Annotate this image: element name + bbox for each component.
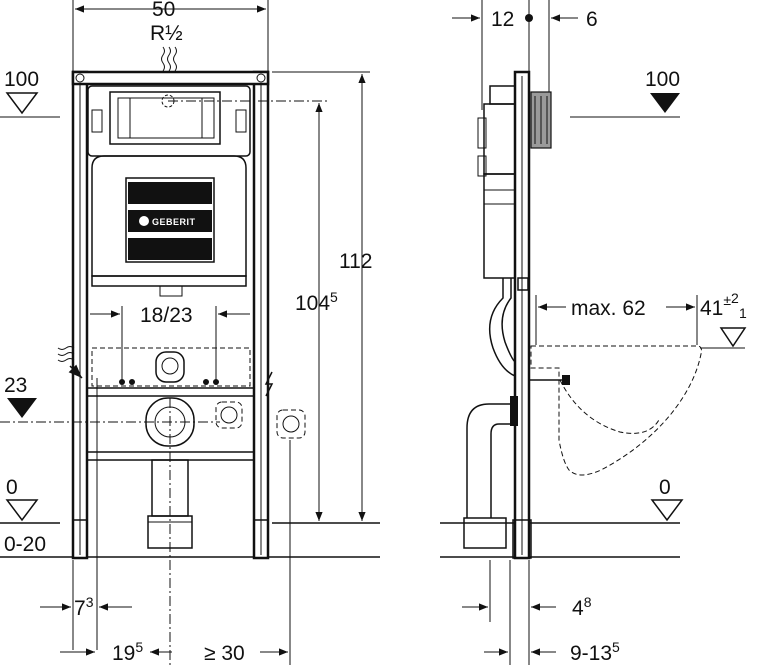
fixing-point xyxy=(129,379,135,385)
inlet-valve-housing xyxy=(109,91,221,145)
side-cistern-body xyxy=(483,173,516,279)
front-view: 50 R½ GEBERIT xyxy=(0,0,380,665)
side-drain-bend-inner xyxy=(490,423,515,518)
width-label: 50 xyxy=(152,0,175,21)
actuator-button-upper xyxy=(128,182,212,204)
bottom-dim-2-label: 195 xyxy=(112,639,143,665)
height-mid-label: 1045 xyxy=(295,289,338,315)
waste-water-icon xyxy=(57,346,83,379)
brand-label: GEBERIT xyxy=(152,217,196,227)
drain-pipe-sleeve xyxy=(147,515,193,549)
side-drain-sleeve xyxy=(463,517,507,549)
flush-outlet xyxy=(159,286,183,297)
actuator-logo-bar xyxy=(128,210,212,232)
frame-bolt xyxy=(256,73,266,83)
side-bottom-dim-1-label: 48 xyxy=(572,594,592,620)
side-level-top-label: 100 xyxy=(645,68,680,91)
level-top-label: 100 xyxy=(4,68,39,91)
side-foot xyxy=(512,519,532,559)
frame-bolt xyxy=(75,73,85,83)
cross-rail xyxy=(86,387,255,397)
side-level-floor-marker xyxy=(650,499,684,522)
side-cistern-top xyxy=(483,103,516,175)
bowl-height-marker xyxy=(719,327,747,348)
side-flush-pipe-inner xyxy=(501,278,516,363)
bottom-dim-1-label: 73 xyxy=(74,594,94,620)
toilet-bowl-outline xyxy=(530,345,702,476)
inlet-valve-inner xyxy=(117,97,215,139)
frame-top-rail xyxy=(71,70,270,86)
side-cistern-valve xyxy=(489,85,516,105)
side-top-dim-center-dot xyxy=(525,14,533,22)
electrical-icon xyxy=(264,371,274,397)
foot-right xyxy=(253,519,269,559)
side-drain-bend xyxy=(466,403,515,518)
level-mid-marker xyxy=(7,398,37,418)
cistern-body xyxy=(91,155,247,277)
side-clip xyxy=(91,109,103,133)
floor-range-label: 0-20 xyxy=(4,533,46,556)
electrical-box-outer xyxy=(276,409,306,439)
connection-label: R½ xyxy=(150,22,183,45)
actuator-button-lower xyxy=(128,238,212,260)
water-supply-icon xyxy=(161,46,177,72)
height-label: 112 xyxy=(339,250,372,273)
toilet-bowl-inner xyxy=(559,379,661,434)
side-view: 12 6 100 xyxy=(440,0,747,665)
cistern-lower-body xyxy=(91,275,247,287)
side-level-top-marker xyxy=(650,93,680,113)
bowl-height-tol-lower: 1 xyxy=(739,305,747,321)
bottom-dim-3-label: ≥ 30 xyxy=(204,642,245,665)
fixing-point xyxy=(119,379,125,385)
fixing-zone xyxy=(91,347,251,387)
cistern-top-bracket xyxy=(87,85,251,157)
level-floor-label: 0 xyxy=(6,476,18,499)
side-cistern-clip xyxy=(477,117,487,149)
level-top-marker xyxy=(5,92,39,115)
foot-left xyxy=(72,519,88,559)
drain-spacing-label: 18/23 xyxy=(140,304,193,327)
side-fixing-nut xyxy=(510,396,518,426)
side-level-floor-label: 0 xyxy=(659,476,671,499)
side-flush-pipe xyxy=(488,278,516,377)
side-bowl-connector xyxy=(517,277,529,291)
brand-logo-icon xyxy=(139,216,149,226)
flush-pipe-connector xyxy=(155,351,185,383)
bowl-depth-label: max. 62 xyxy=(571,297,646,320)
bowl-height-label: 41±2 xyxy=(700,290,739,320)
actuator-plate xyxy=(125,177,215,263)
electrical-box-center xyxy=(220,406,238,424)
flush-pipe-opening xyxy=(161,357,179,375)
side-top-dim-left: 12 xyxy=(491,8,514,31)
fixing-point xyxy=(203,379,209,385)
side-fixing-nut xyxy=(562,375,570,385)
level-mid-label: 23 xyxy=(4,374,27,397)
side-cistern-clip xyxy=(477,155,487,177)
side-bottom-dim-2-label: 9-135 xyxy=(570,639,620,665)
fixing-point xyxy=(213,379,219,385)
electrical-box-inner xyxy=(215,401,243,429)
level-floor-marker xyxy=(5,499,39,522)
electrical-box-outer-center xyxy=(282,415,300,433)
side-clip xyxy=(235,109,247,133)
side-top-dim-right: 6 xyxy=(586,8,598,31)
